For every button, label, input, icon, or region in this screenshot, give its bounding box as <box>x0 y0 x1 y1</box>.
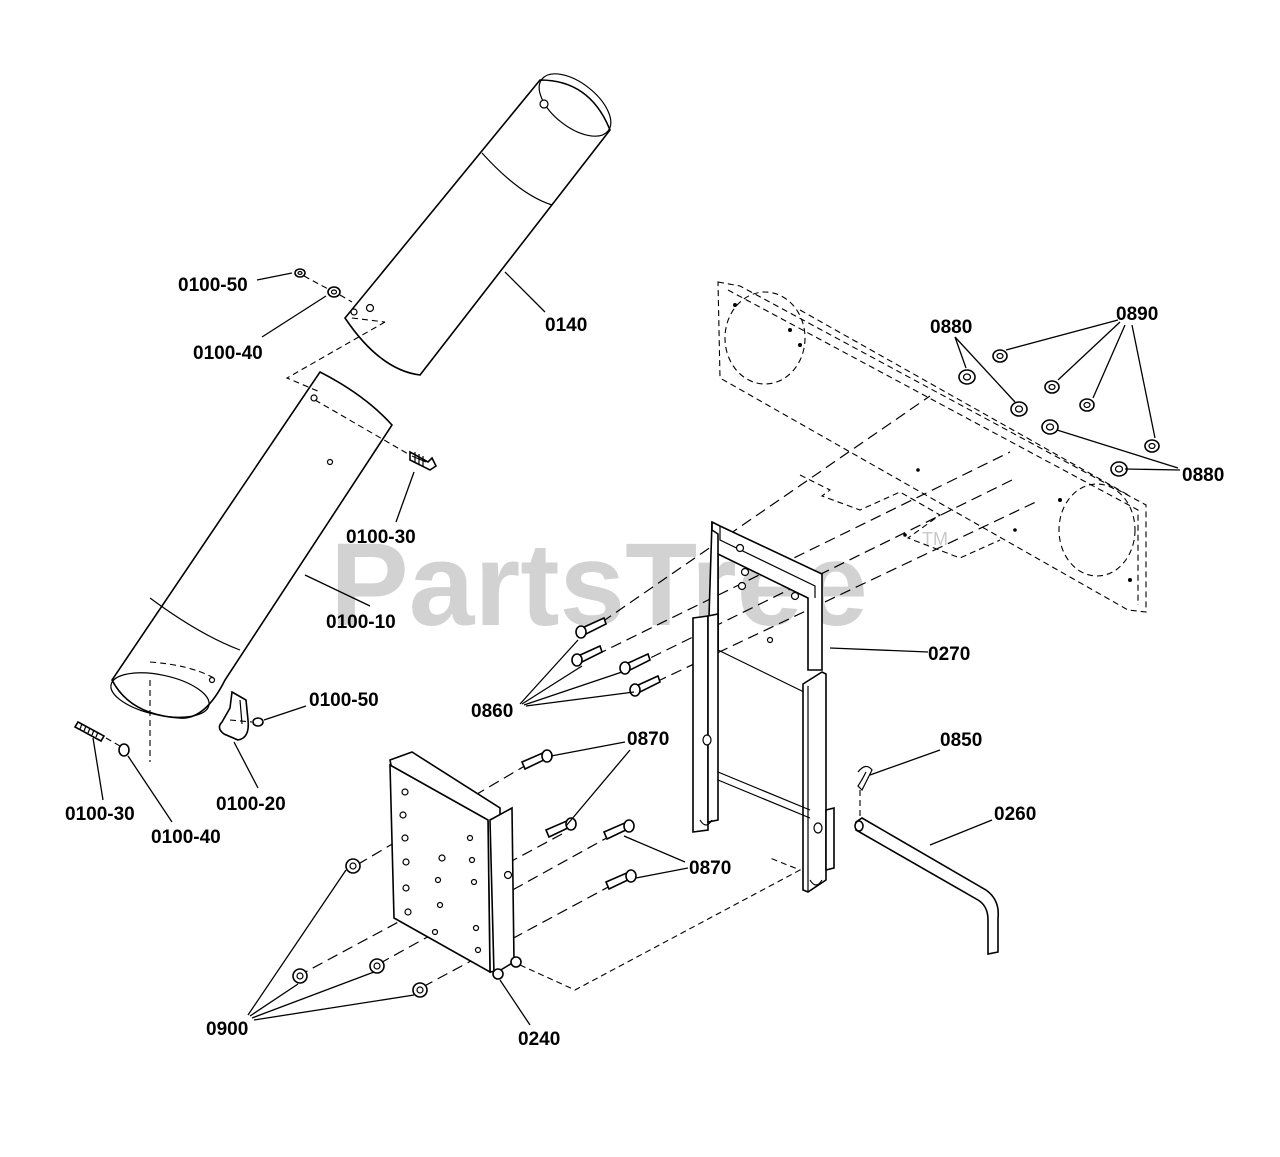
bolt-0870-1 <box>520 749 553 771</box>
washer-0100-40-top <box>327 286 341 298</box>
bolt-0870-3 <box>602 819 635 841</box>
callout-0860: 0860 <box>471 701 513 722</box>
callout-0880-right: 0880 <box>1182 465 1224 486</box>
nut-0900-2 <box>292 968 308 984</box>
callout-0870-top: 0870 <box>627 729 669 750</box>
bolt-0860-4 <box>629 674 661 697</box>
bolt-0860-3 <box>619 652 651 675</box>
callout-0240: 0240 <box>518 1029 560 1050</box>
bolt-0860-2 <box>571 644 603 667</box>
watermark: PartsTree TM <box>330 519 948 651</box>
washer-0880-1 <box>958 369 976 385</box>
washer-0880-2 <box>1010 401 1028 417</box>
nut-0890-1 <box>992 349 1008 363</box>
callout-0100-10: 0100-10 <box>326 612 396 633</box>
chute-alignment-line <box>285 321 386 393</box>
callout-0270: 0270 <box>928 644 970 665</box>
leader-lines <box>92 271 1181 1026</box>
callout-0100-50-top: 0100-50 <box>178 275 248 296</box>
callout-0260: 0260 <box>994 804 1036 825</box>
washer-0880-3 <box>1041 419 1059 435</box>
callout-0870-mid: 0870 <box>689 858 731 879</box>
callout-0850: 0850 <box>940 730 982 751</box>
bolt-0860-1 <box>575 616 607 639</box>
callout-0100-40-bottom: 0100-40 <box>151 827 221 848</box>
callout-0140: 0140 <box>545 315 587 336</box>
bolt-0100-30-mid <box>409 450 438 471</box>
bolt-0100-30-bottom <box>73 720 106 743</box>
callout-0100-50-bottom: 0100-50 <box>309 690 379 711</box>
handle-rod-0260 <box>854 817 1000 955</box>
mount-plate-0240 <box>389 751 522 980</box>
callout-0880-top: 0880 <box>930 317 972 338</box>
callout-0100-30-mid: 0100-30 <box>346 527 416 548</box>
nut-0100-50-top <box>294 268 306 278</box>
callout-labels: 0100-50 0100-40 0140 0100-30 0100-10 010… <box>65 275 1224 1050</box>
nut-0900-3 <box>369 958 385 974</box>
nut-0890-2 <box>1044 380 1060 394</box>
callout-0890: 0890 <box>1116 304 1158 325</box>
nut-0900-1 <box>345 858 361 874</box>
nut-0890-4 <box>1144 439 1160 453</box>
upper-chute-0140 <box>344 73 612 376</box>
bolt-0870-2 <box>544 817 577 839</box>
watermark-trademark: TM <box>922 529 948 549</box>
nut-0890-3 <box>1079 398 1095 412</box>
callout-0100-20: 0100-20 <box>216 794 286 815</box>
bracket-0270 <box>692 520 835 893</box>
callout-0100-30-bottom: 0100-30 <box>65 804 135 825</box>
clip-0100-20 <box>218 690 250 741</box>
bolt-0870-4 <box>604 869 637 891</box>
nut-0100-50-bottom <box>252 717 264 727</box>
washer-0100-40-bottom <box>118 743 130 757</box>
lower-chute-0100-10 <box>110 370 411 719</box>
callout-0100-40-top: 0100-40 <box>193 343 263 364</box>
watermark-text: PartsTree <box>330 519 868 651</box>
nut-0900-4 <box>412 982 428 998</box>
hairpin-0850 <box>857 765 873 822</box>
callout-0900: 0900 <box>206 1019 248 1040</box>
washer-0880-4 <box>1110 461 1128 477</box>
rear-frame-panel <box>717 281 1147 613</box>
